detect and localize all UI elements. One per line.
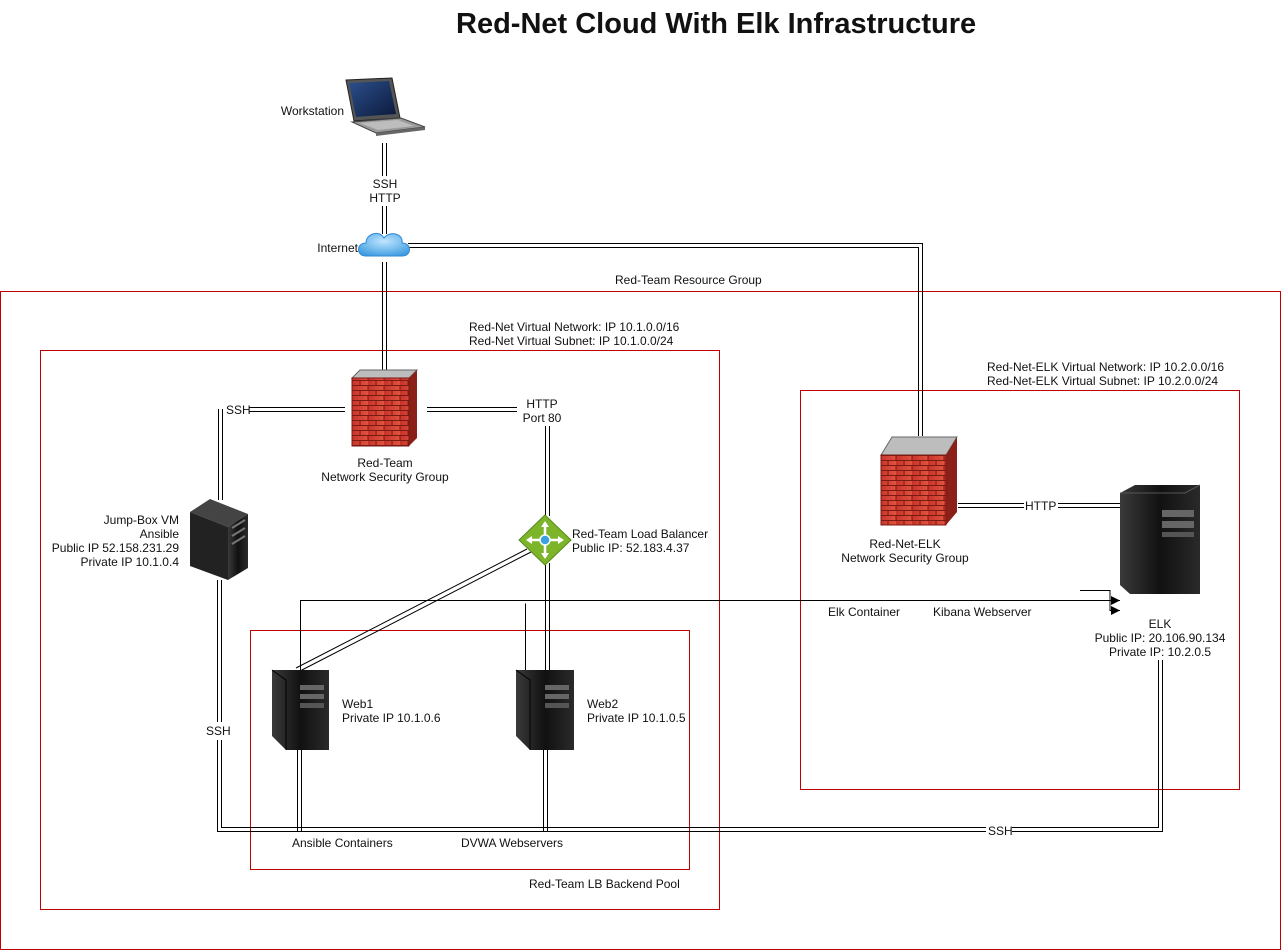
web1-label-line1: Web1 (342, 697, 374, 711)
ssh-label: SSH (372, 177, 398, 191)
elk-nsg-label-line2: Network Security Group (841, 551, 969, 565)
elk-vnet-boundary (800, 390, 1240, 790)
elk-label-line1: ELK (1148, 617, 1172, 631)
firewall-icon (880, 436, 958, 526)
bottom-ssh-label: SSH (988, 824, 1013, 838)
jumpbox-label-line2: Ansible (139, 527, 179, 541)
backend-pool-boundary (250, 630, 690, 870)
vnet-boundary (40, 350, 720, 910)
server-icon (190, 499, 248, 580)
lb-label-line1: Red-Team Load Balancer (572, 527, 709, 541)
connection-lines (217, 143, 1163, 832)
elk-nsg-label-line1: Red-Net-ELK (869, 537, 941, 551)
backend-pool-label: Red-Team LB Backend Pool (529, 877, 680, 891)
server-icon (1120, 484, 1201, 594)
nsg-http-label: HTTP (526, 397, 558, 411)
elk-label-line2: Public IP: 20.106.90.134 (1094, 631, 1226, 645)
ansible-containers-label: Ansible Containers (292, 836, 393, 850)
web1-label-line2: Private IP 10.1.0.6 (342, 711, 441, 725)
elk-container-label: Elk Container (828, 605, 901, 619)
elk-vsubnet-label: Red-Net-ELK Virtual Subnet: IP 10.2.0.0/… (987, 374, 1219, 388)
elk-vnet-label: Red-Net-ELK Virtual Network: IP 10.2.0.0… (987, 360, 1225, 374)
web2-label-line2: Private IP 10.1.0.5 (587, 711, 686, 725)
server-icon (271, 669, 329, 750)
cloud-icon (358, 232, 410, 257)
jumpbox-label-line1: Jump-Box VM (103, 513, 179, 527)
web2-label-line1: Web2 (587, 697, 619, 711)
lb-label-line2: Public IP: 52.183.4.37 (572, 541, 690, 555)
elk-http-label: HTTP (1025, 499, 1057, 513)
laptop-icon (345, 77, 426, 136)
internet-label: Internet (317, 241, 358, 255)
http-label: HTTP (369, 191, 401, 205)
elk-label-line3: Private IP: 10.2.0.5 (1108, 645, 1212, 659)
jumpbox-label-line3: Public IP 52.158.231.29 (51, 541, 179, 555)
nsg-ssh-label: SSH (226, 403, 251, 417)
jumpbox-label-line4: Private IP 10.1.0.4 (80, 555, 179, 569)
jump-ssh-label: SSH (206, 724, 231, 738)
nsg-label-line2: Network Security Group (321, 470, 449, 484)
port80-label: Port 80 (522, 411, 562, 425)
page-title: Red-Net Cloud With Elk Infrastructure (456, 8, 977, 40)
nsg-label-line1: Red-Team (357, 456, 413, 470)
workstation-label: Workstation (280, 104, 344, 118)
vnet-label: Red-Net Virtual Network: IP 10.1.0.0/16 (469, 320, 680, 334)
load-balancer-icon (518, 514, 572, 566)
firewall-icon (350, 369, 419, 447)
server-icon (515, 669, 574, 750)
dvwa-label: DVWA Webservers (461, 836, 564, 850)
kibana-label: Kibana Webserver (933, 605, 1032, 619)
vsubnet-label: Red-Net Virtual Subnet: IP 10.1.0.0/24 (469, 334, 674, 348)
arrowheads (1111, 596, 1120, 615)
resource-group-label: Red-Team Resource Group (615, 273, 762, 287)
